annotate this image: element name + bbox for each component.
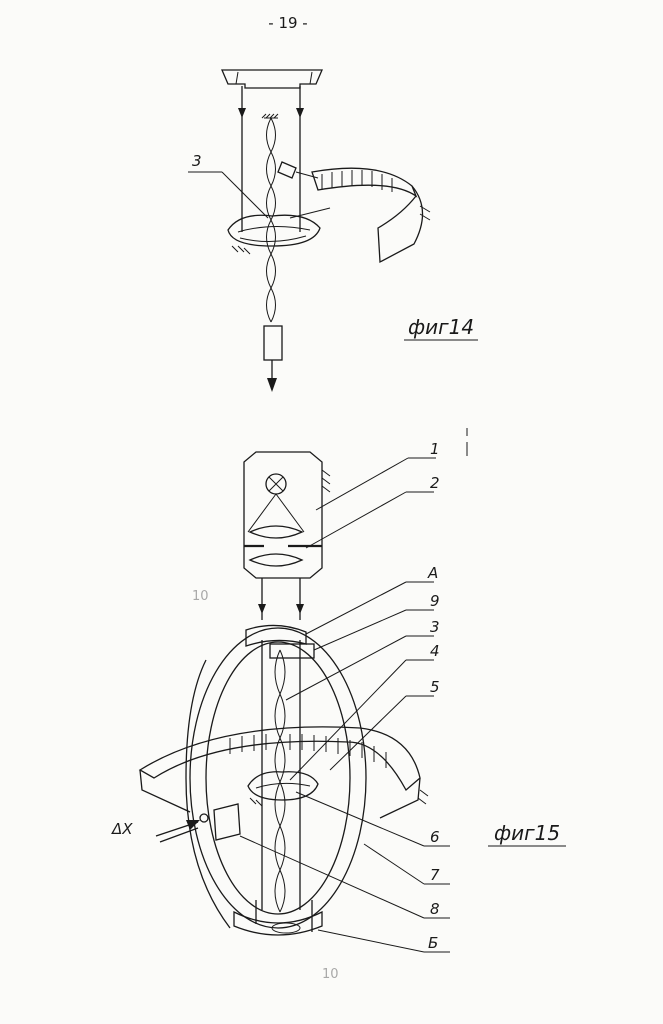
pencil-mark-bottom: 10 <box>322 967 339 982</box>
small-cylinder <box>277 161 297 179</box>
fig15-label-9: 9 <box>430 592 440 610</box>
fig15-label-2: 2 <box>430 474 440 492</box>
fig15-label-B: Б <box>428 934 438 952</box>
fig15-label-5: 5 <box>430 678 440 696</box>
curved-band <box>311 167 418 198</box>
mirror-cup <box>227 214 321 247</box>
pencil-mark-top: 10 <box>192 589 209 604</box>
page-number: - 19 - <box>268 14 307 32</box>
fig14-caption: фиг14 <box>408 315 474 339</box>
horizontal-band <box>138 726 421 792</box>
fig15-label-7: 7 <box>430 866 440 884</box>
fig15-label-8: 8 <box>430 900 440 918</box>
bracket-9 <box>269 643 315 659</box>
lens-2 <box>248 553 304 567</box>
fig15-caption: фиг15 <box>494 821 560 845</box>
fig15-label-3: 3 <box>430 618 440 636</box>
figure-14: 3 фиг14 <box>188 69 478 392</box>
fig15-label-1: 1 <box>430 440 440 458</box>
outer-ring-inner-edge <box>205 641 351 915</box>
fig15-twisted-fibre <box>274 649 286 913</box>
light-source-housing <box>243 451 323 579</box>
detector <box>263 325 283 361</box>
bottom-clamp-B <box>233 910 323 936</box>
delta-x-label: ΔX <box>111 820 133 838</box>
output-arrow <box>267 378 277 392</box>
lens-1 <box>248 525 304 539</box>
figure-15: ΔX 1 2 А 9 3 4 5 6 7 8 Б <box>111 440 566 982</box>
outer-ring <box>189 627 367 929</box>
sensor-point <box>199 813 209 823</box>
twisted-fibre <box>266 117 276 323</box>
fig15-label-4: 4 <box>430 642 440 660</box>
fig14-label-3: 3 <box>192 152 202 170</box>
fig15-mirror-cup <box>247 771 319 801</box>
fig15-label-6: 6 <box>430 828 440 846</box>
fig15-label-A: А <box>427 564 438 582</box>
side-plate <box>213 803 241 841</box>
